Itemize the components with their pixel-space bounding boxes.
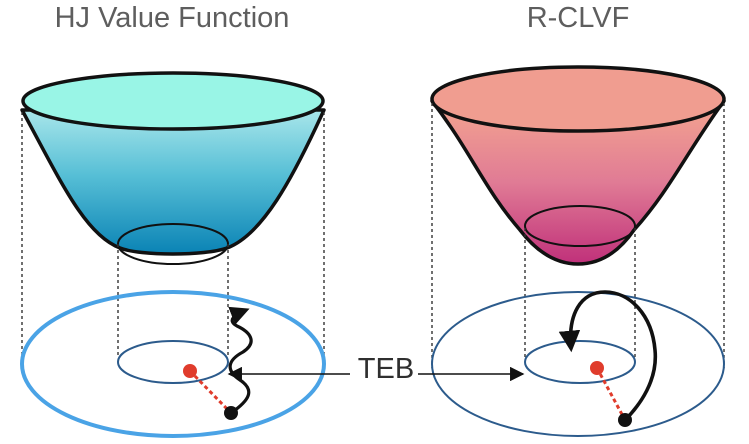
- left-start-point: [224, 406, 238, 420]
- right-bowl-inner-ring: [524, 205, 636, 247]
- left-outer-level-set: [20, 290, 326, 438]
- right-bowl-body: [430, 99, 726, 266]
- right-bowl-rim: [430, 65, 726, 133]
- left-panel-title: HJ Value Function: [54, 2, 290, 34]
- right-bowl: [430, 65, 726, 266]
- left-trajectory: [228, 306, 253, 415]
- right-projection-lines: [431, 103, 725, 368]
- left-inner-level-set: [117, 340, 229, 384]
- right-outer-level-set: [431, 291, 725, 437]
- left-bowl: [20, 71, 326, 265]
- left-bowl-rim: [21, 71, 325, 131]
- right-target-point: [590, 361, 604, 375]
- right-distance-line: [595, 367, 627, 421]
- teb-label: TEB: [357, 353, 415, 385]
- left-target-point: [183, 364, 197, 378]
- right-trajectory: [558, 290, 658, 422]
- right-panel-title: R-CLVF: [526, 2, 630, 34]
- right-inner-level-set: [524, 340, 636, 384]
- right-start-point: [618, 413, 632, 427]
- left-projection-lines: [21, 112, 325, 368]
- left-bowl-body: [20, 108, 326, 256]
- left-distance-line: [188, 369, 233, 415]
